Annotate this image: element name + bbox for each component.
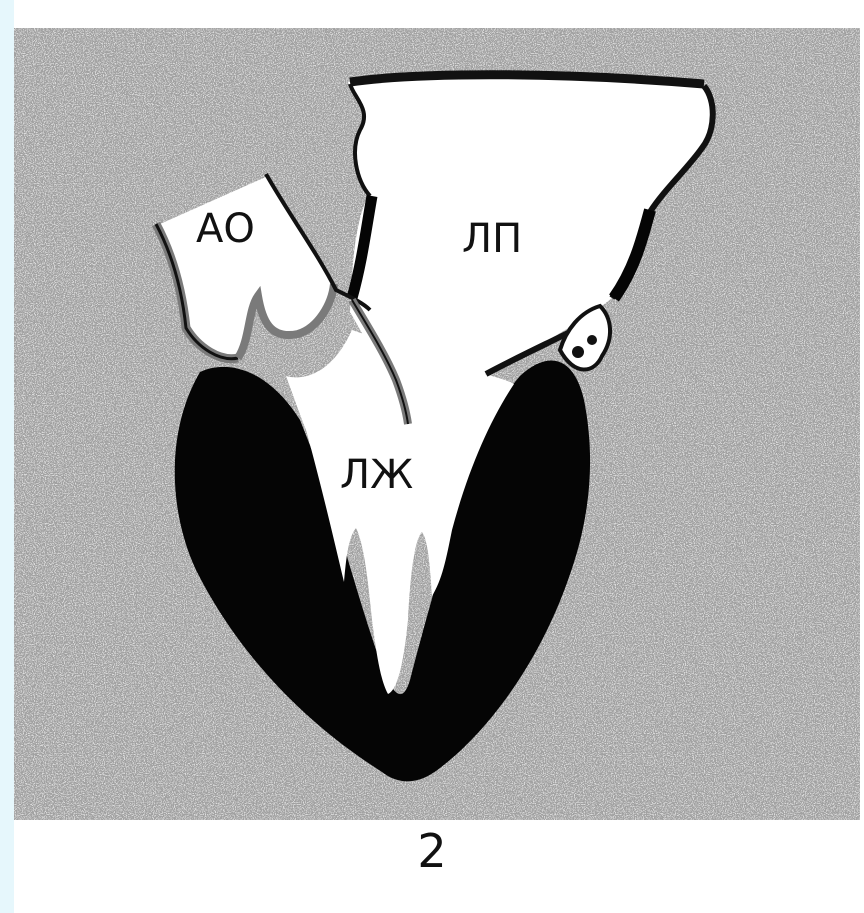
figure-number: 2: [0, 828, 864, 874]
aorta-label: АО: [196, 206, 255, 252]
left-ventricle-label: ЛЖ: [340, 452, 413, 498]
coronary-sinus-dot: [572, 346, 584, 358]
coronary-sinus-dot: [587, 335, 597, 345]
left-atrium-label: ЛП: [462, 216, 522, 262]
